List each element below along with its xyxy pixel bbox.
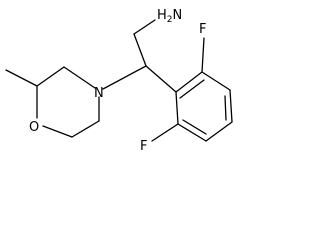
bond-ar3-ar4-inner	[224, 95, 227, 121]
bond-c2-methyl	[5, 69, 38, 87]
bond-ar5-ar6	[177, 123, 207, 142]
amine-label: H2N	[157, 8, 182, 25]
bond-ar6-ar1	[175, 91, 179, 125]
bond-n-c3	[63, 66, 96, 89]
bond-ar3-ar4	[229, 89, 233, 123]
bond-ch-aryl	[145, 65, 177, 93]
bond-ar2-f-top	[201, 37, 205, 73]
bond-ch-ch2	[133, 33, 147, 67]
bond-ar1-ar2	[175, 71, 203, 93]
bond-ch-n	[102, 65, 147, 90]
bond-ch2-nh2	[133, 19, 156, 35]
fluorine-bottom-label: F	[140, 139, 147, 154]
bond-c6-c5	[71, 120, 100, 138]
structure-canvas: H2N F N O F	[5, 8, 233, 154]
bond-ar5-ar6-inner	[182, 119, 207, 135]
bond-c3-c2	[36, 66, 65, 87]
bond-ar6-f-bottom	[151, 123, 179, 142]
bond-ar2-ar3	[201, 71, 231, 91]
bond-ar4-ar5	[205, 121, 233, 142]
oxygen-label: O	[29, 120, 39, 135]
nitrogen-label: N	[94, 86, 104, 101]
bond-ar1-ar2-inner	[179, 79, 205, 99]
bond-o-c6	[42, 125, 73, 138]
fluorine-top-label: F	[199, 22, 206, 37]
molecule-drawing: H2N F N O F	[5, 8, 233, 154]
